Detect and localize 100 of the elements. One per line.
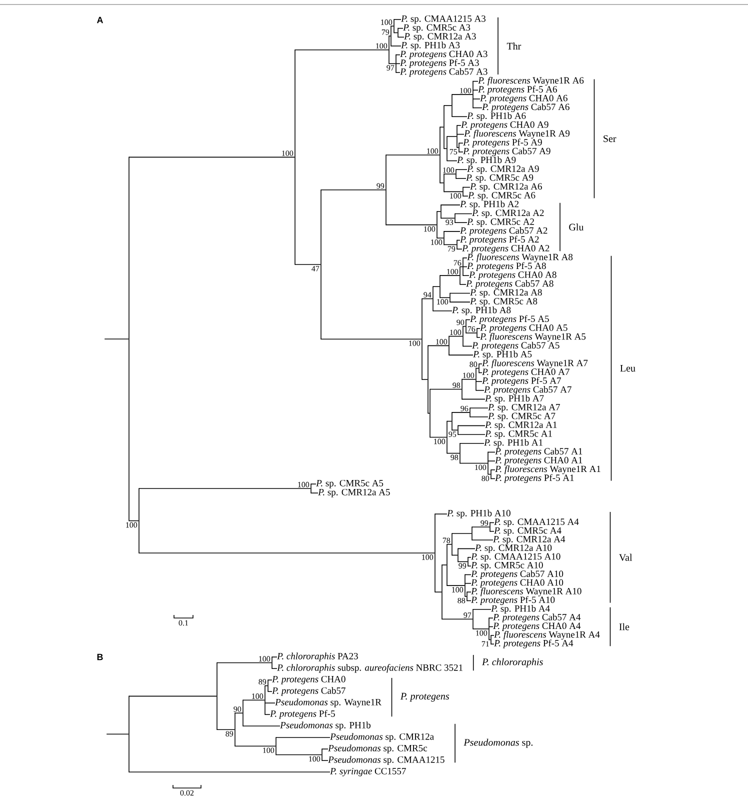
branch-line — [422, 379, 428, 380]
bootstrap-value: 90 — [456, 320, 464, 326]
bootstrap-value: 100 — [252, 694, 264, 699]
branch-line — [462, 378, 476, 380]
taxon-label: P. protegens Cab57 A10 — [471, 570, 564, 579]
branch-line — [462, 398, 486, 400]
branch-line — [398, 36, 404, 38]
taxon-label: P. protegens Pf-5 A7 — [482, 377, 561, 386]
branch-line — [446, 420, 452, 422]
taxon-label: P. fluorescens Wayne1R A5 — [480, 332, 586, 342]
taxon-label: P. sp. PH1b A3 — [401, 42, 460, 50]
branch-line — [490, 530, 494, 532]
bootstrap-value: 100 — [443, 167, 454, 173]
branch-line — [398, 28, 404, 29]
branch-line — [440, 182, 444, 184]
branch-line — [460, 266, 463, 268]
taxon-label: Pseudomonas sp. CMR12a — [330, 733, 434, 742]
branch-line — [458, 425, 486, 426]
bootstrap-value: 89 — [226, 731, 234, 736]
taxon-label: P. protegens Pf-5 A8 — [467, 262, 546, 271]
taxon-label: P. fluorescens Wayne1R A6 — [478, 76, 584, 86]
branch-line — [294, 49, 389, 50]
branch-line — [264, 685, 268, 686]
branch-line — [138, 552, 435, 554]
taxon-label: P. fluorescens Wayne1R A10 — [471, 588, 582, 596]
branch-line — [458, 548, 476, 550]
taxon-label: P. protegens Cab57 A4 — [493, 614, 581, 622]
bootstrap-value: 90 — [234, 706, 242, 712]
branch-line — [444, 191, 463, 192]
taxon-label: P. protegens Pf-5 — [270, 710, 335, 719]
bootstrap-value: 79 — [382, 29, 390, 35]
branch-line — [432, 310, 452, 312]
scale-label: 0.02 — [180, 790, 194, 796]
branch-line — [216, 662, 272, 664]
bootstrap-value: 99 — [458, 563, 466, 569]
branch-line — [456, 178, 466, 179]
bootstrap-value: 98 — [452, 382, 460, 388]
branch-line — [448, 336, 463, 337]
branch-line — [388, 63, 396, 64]
taxon-label: P. sp. CMR5c A9 — [466, 174, 534, 183]
branch-line — [440, 275, 460, 276]
branch-line — [448, 354, 474, 356]
bootstrap-value: 100 — [476, 630, 488, 636]
taxon-label: P. sp. CMR12a A10 — [475, 544, 552, 553]
bootstrap-value: 100 — [263, 748, 274, 753]
branch-line — [440, 218, 455, 219]
branch-line — [462, 266, 468, 268]
branch-line — [264, 714, 270, 715]
taxon-label: P. sp. CMR12a A4 — [493, 536, 566, 544]
branch-line — [452, 533, 472, 534]
clade-label: Thr — [506, 42, 522, 50]
branch-line — [454, 222, 468, 223]
branch-line — [390, 26, 394, 27]
branch-line — [464, 596, 467, 597]
scale-label: 0.1 — [178, 620, 188, 626]
taxon-label: P. sp. CMR12a A7 — [488, 404, 560, 412]
bootstrap-value: 80 — [470, 362, 478, 368]
branch-line — [472, 526, 490, 528]
bootstrap-value: 100 — [431, 240, 442, 245]
taxon-label: P. sp. CMR5c A1 — [485, 430, 552, 439]
bootstrap-value: 95 — [448, 432, 456, 437]
bootstrap-value: 99 — [376, 183, 384, 189]
branch-line — [454, 213, 472, 214]
bootstrap-value: 98 — [450, 454, 458, 460]
branch-line — [456, 125, 462, 126]
branch-line — [460, 284, 466, 285]
bootstrap-value: 78 — [442, 538, 450, 544]
branch-line — [456, 134, 464, 135]
branch-line — [490, 635, 494, 636]
branch-line — [490, 478, 496, 480]
branch-line — [234, 712, 243, 714]
taxon-label: P. protegens Pf-5 A2 — [460, 236, 539, 244]
clade-label: P. protegens — [400, 692, 450, 702]
taxon-label: P. sp. CMR5c A10 — [471, 562, 543, 570]
branch-line — [478, 363, 482, 364]
taxon-label: P. protegens Cab57 A3 — [400, 68, 488, 77]
branch-line — [476, 368, 479, 369]
taxon-label: P. sp. PH1b A10 — [447, 510, 510, 518]
taxon-label: P. sp. PH1b A8 — [452, 306, 511, 316]
branch-line — [472, 80, 478, 82]
bootstrap-value: 97 — [464, 612, 472, 618]
taxon-label: P. protegens Pf-5 A10 — [471, 596, 555, 605]
taxon-label: P. protegens Pf-5 A5 — [470, 315, 549, 324]
branch-line — [128, 156, 295, 158]
branch-line — [442, 618, 473, 620]
bootstrap-value: 76 — [468, 326, 476, 332]
taxon-label: P. sp. CMAA1215 A4 — [494, 518, 579, 527]
taxon-label: P. protegens Cab57 — [272, 687, 346, 696]
branch-line — [452, 554, 458, 556]
branch-line — [490, 522, 494, 524]
branch-line — [446, 544, 452, 545]
branch-line — [468, 556, 472, 558]
branch-line — [446, 452, 460, 454]
taxon-label: P. chlororaphis subsp. aureofaciens NBRC 3521 — [277, 664, 462, 673]
bootstrap-value: 100 — [298, 482, 310, 488]
taxon-label: P. sp. CMR5c A6 — [468, 192, 536, 200]
taxon-label: P. sp. CMR12a A8 — [470, 289, 542, 298]
branch-line — [322, 760, 328, 761]
bootstrap-value: 75 — [450, 149, 458, 154]
taxon-label: P. fluorescens Wayne1R A7 — [482, 359, 588, 368]
